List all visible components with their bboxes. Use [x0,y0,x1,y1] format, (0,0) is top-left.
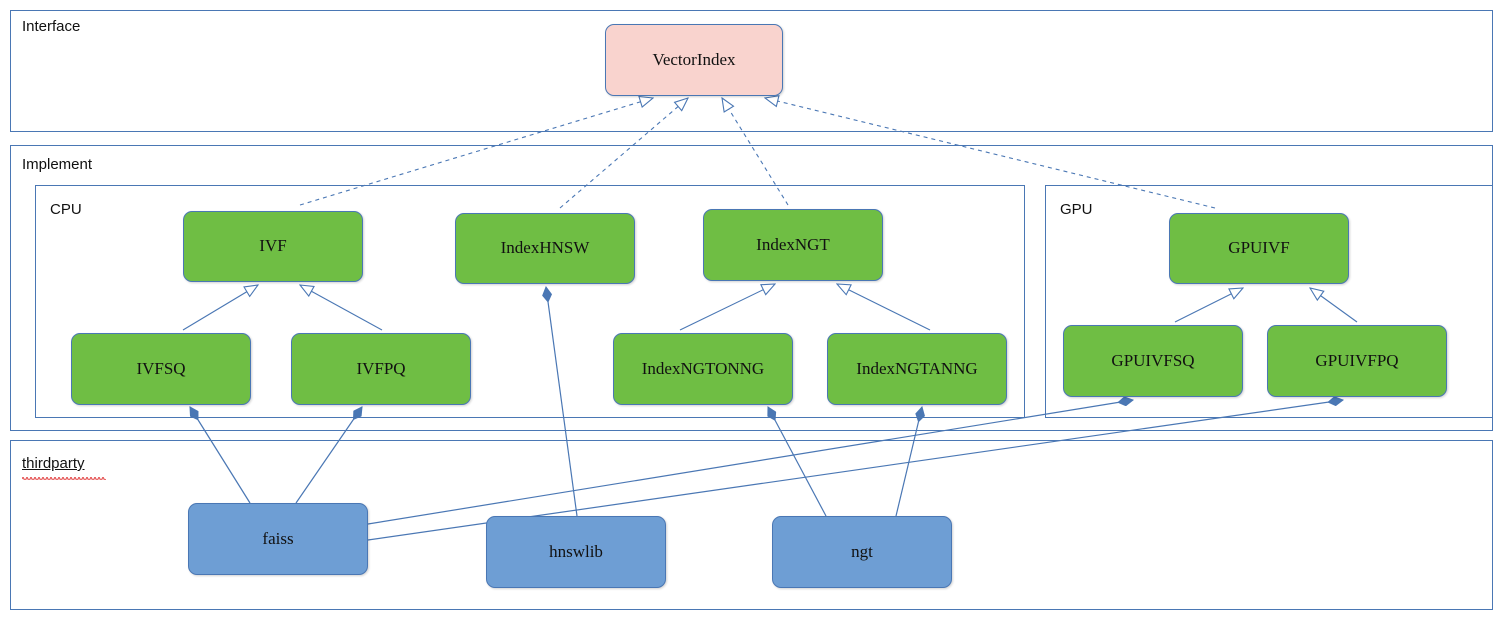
node-ngt[interactable]: ngt [772,516,952,588]
node-ivfsq[interactable]: IVFSQ [71,333,251,405]
container-label-interface: Interface [22,18,81,35]
node-indexngtonng[interactable]: IndexNGTONNG [613,333,793,405]
node-faiss[interactable]: faiss [188,503,368,575]
container-label-cpu: CPU [50,201,82,218]
node-gpuivf[interactable]: GPUIVF [1169,213,1349,284]
spellcheck-underline-thirdparty [22,476,106,480]
node-vectorindex[interactable]: VectorIndex [605,24,783,96]
container-label-gpu: GPU [1060,201,1093,218]
container-label-implement: Implement [22,156,93,173]
node-ivfpq[interactable]: IVFPQ [291,333,471,405]
node-hnswlib[interactable]: hnswlib [486,516,666,588]
node-ivf[interactable]: IVF [183,211,363,282]
node-indexngtanng[interactable]: IndexNGTANNG [827,333,1007,405]
container-label-thirdparty: thirdparty [22,455,85,472]
node-gpuivfsq[interactable]: GPUIVFSQ [1063,325,1243,397]
node-gpuivfpq[interactable]: GPUIVFPQ [1267,325,1447,397]
node-indexngt[interactable]: IndexNGT [703,209,883,281]
node-indexhnsw[interactable]: IndexHNSW [455,213,635,284]
